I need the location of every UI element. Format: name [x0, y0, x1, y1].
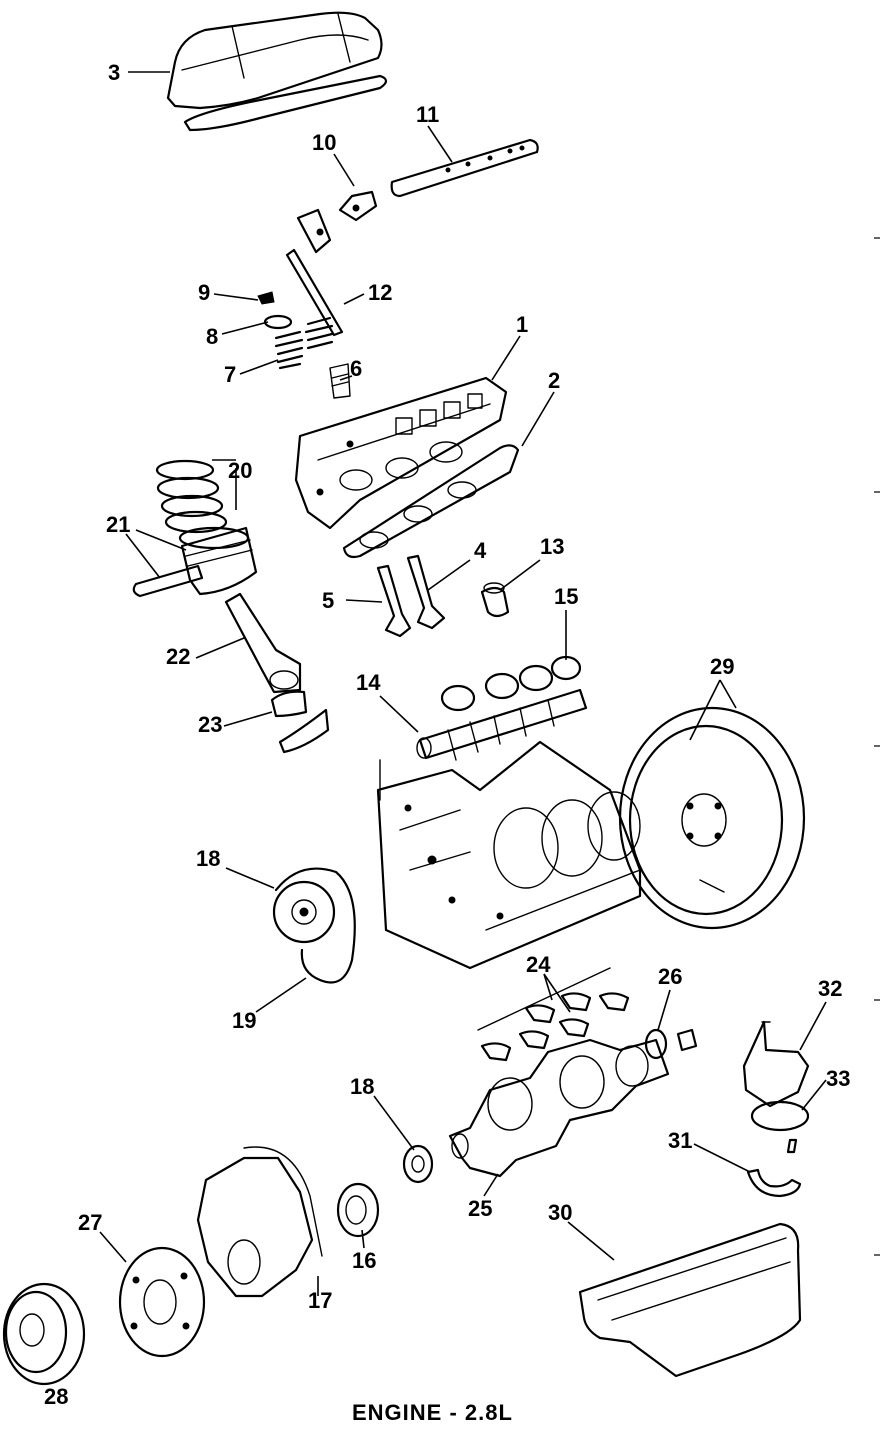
camshaft — [416, 688, 588, 761]
spring-cap — [263, 314, 293, 330]
callout-13: 13 — [540, 534, 564, 559]
callout-19: 19 — [232, 1008, 256, 1033]
callout-30: 30 — [548, 1200, 572, 1225]
valve-keeper — [257, 291, 275, 305]
callout-21: 21 — [106, 512, 130, 537]
valve-seal — [329, 363, 351, 399]
head-gasket — [342, 444, 520, 559]
callout-12: 12 — [368, 280, 392, 305]
cam-sprocket — [272, 880, 336, 944]
callout-18-lower: 18 — [350, 1074, 374, 1099]
piston — [178, 526, 258, 596]
callout-7: 7 — [224, 362, 236, 387]
callout-6: 6 — [350, 356, 362, 381]
crank-pulley — [2, 1282, 86, 1386]
cylinder-head — [294, 376, 508, 530]
callout-27: 27 — [78, 1210, 102, 1235]
rocker-shaft — [390, 138, 539, 198]
front-cover — [196, 1146, 323, 1298]
exhaust-valve — [406, 554, 446, 630]
oil-pan — [578, 1222, 802, 1378]
callout-2: 2 — [548, 368, 560, 393]
cam-bearings — [440, 655, 582, 712]
callout-29: 29 — [710, 654, 734, 679]
callout-18-upper: 18 — [196, 846, 220, 871]
crank-seal — [336, 1182, 380, 1238]
callout-26: 26 — [658, 964, 682, 989]
callout-1: 1 — [516, 312, 528, 337]
callout-28: 28 — [44, 1384, 68, 1409]
connecting-rod — [224, 592, 302, 694]
main-bearings — [477, 967, 630, 1062]
callout-14: 14 — [356, 670, 381, 695]
callout-16: 16 — [352, 1248, 376, 1273]
callout-labels: 1 2 3 4 5 6 7 8 9 10 11 12 13 14 15 16 1… — [44, 60, 850, 1409]
callout-3: 3 — [108, 60, 120, 85]
leader-lines — [99, 71, 827, 1296]
callout-25: 25 — [468, 1196, 492, 1221]
callout-15: 15 — [554, 584, 578, 609]
pushrod — [285, 248, 344, 337]
piston-rings — [155, 459, 228, 534]
callout-8: 8 — [206, 324, 218, 349]
crank-sprocket — [402, 1144, 434, 1184]
callout-11: 11 — [416, 102, 439, 127]
callout-32: 32 — [818, 976, 842, 1001]
diagram-caption: ENGINE - 2.8L — [352, 1400, 513, 1425]
engine-block — [376, 740, 642, 970]
rod-bearing — [270, 690, 330, 754]
callout-9: 9 — [198, 280, 210, 305]
callout-5: 5 — [322, 588, 334, 613]
callout-20: 20 — [228, 458, 252, 483]
rear-main-seal — [644, 1028, 698, 1060]
valve-lifter — [480, 582, 510, 618]
valve-cover — [166, 11, 388, 132]
callout-23: 23 — [198, 712, 222, 737]
oil-pump — [742, 1020, 810, 1154]
callout-10: 10 — [312, 130, 336, 155]
callout-33: 33 — [826, 1066, 850, 1091]
piston-pin — [132, 564, 204, 598]
callout-22: 22 — [166, 644, 190, 669]
flywheel — [618, 706, 806, 930]
harmonic-balancer — [118, 1246, 206, 1358]
intake-valve — [376, 564, 412, 638]
crankshaft — [448, 1038, 670, 1178]
timing-chain — [274, 867, 356, 984]
valve-spring — [274, 316, 334, 370]
callout-4: 4 — [474, 538, 487, 563]
rocker-arm — [296, 190, 378, 254]
callout-31: 31 — [668, 1128, 692, 1153]
callout-24: 24 — [526, 952, 551, 977]
callout-17: 17 — [308, 1288, 332, 1313]
edge-ticks — [874, 237, 880, 1256]
oil-pump-clamp — [746, 1168, 802, 1198]
